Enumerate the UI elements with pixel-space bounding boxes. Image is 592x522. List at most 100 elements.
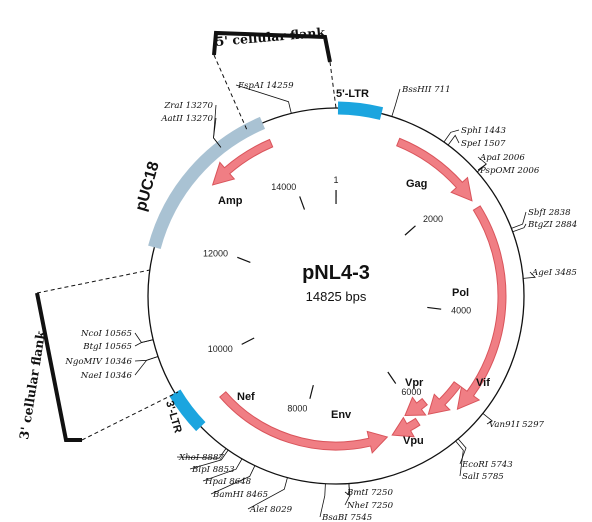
gene-arrow-vpu xyxy=(391,416,421,438)
flank-3-dash-bottom xyxy=(81,391,179,441)
gene-arrows xyxy=(211,137,507,454)
gene-arrow-env xyxy=(219,391,389,454)
gene-arrow-vif xyxy=(427,381,462,415)
site-leader-line xyxy=(213,104,222,148)
site-leader-line xyxy=(202,458,243,482)
site-label: AgeI 3485 xyxy=(531,268,577,278)
gene-arrow-pol xyxy=(456,205,507,411)
inner-tick-mark xyxy=(309,385,314,399)
gag-label: Gag xyxy=(406,178,427,190)
site-leader-line xyxy=(443,129,460,143)
site-label: NgoMIV 10346 xyxy=(64,357,132,367)
site-label: BssHII 711 xyxy=(401,85,451,95)
site-label: PspOMI 2006 xyxy=(479,166,540,176)
flank-5-bracket: 5' cellular flank xyxy=(212,24,337,131)
site-leader-line xyxy=(247,477,288,510)
site-label: Van91I 5297 xyxy=(489,420,545,430)
inner-tick-mark xyxy=(427,306,442,310)
inner-tick-label: 8000 xyxy=(287,403,307,413)
site-leader-line xyxy=(235,84,292,114)
flank-3-bar xyxy=(35,292,82,442)
site-leader-line xyxy=(455,440,464,477)
flank-3-bracket: 3' cellular flank xyxy=(16,269,179,442)
inner-tick-mark xyxy=(404,225,416,236)
site-label: ZraI 13270 xyxy=(163,101,213,111)
gene-arrow-vpr xyxy=(404,396,428,417)
site-label: SphI 1443 xyxy=(461,126,506,136)
inner-tick-label: 10000 xyxy=(208,344,233,354)
site-label: EcoRI 5743 xyxy=(461,460,513,470)
flank-3-label: 3' cellular flank xyxy=(16,329,48,440)
ltr-5-label: 5'-LTR xyxy=(336,88,369,100)
plasmid-size: 14825 bps xyxy=(306,289,367,304)
inner-tick-label: 1 xyxy=(334,175,339,185)
vpu-label: Vpu xyxy=(403,435,424,447)
site-label: BmtI 7250 xyxy=(346,488,393,498)
site-leader-line xyxy=(523,271,536,279)
ltr-5-bar xyxy=(337,101,384,120)
flank-5-bar xyxy=(212,30,332,63)
site-leader-line xyxy=(134,356,159,362)
site-label: SalI 5785 xyxy=(462,472,504,482)
site-leader-line xyxy=(134,356,159,376)
nef-label: Nef xyxy=(237,391,255,403)
backbone-circle xyxy=(147,107,525,485)
site-label: SbfI 2838 xyxy=(528,208,571,218)
site-leader-line xyxy=(391,88,401,117)
puc18-arc xyxy=(148,116,266,250)
site-leader-line xyxy=(189,449,229,470)
site-leader-line xyxy=(511,211,527,229)
flank-5-label: 5' cellular flank xyxy=(215,24,326,49)
flank-3-dash-top xyxy=(36,269,151,294)
site-label: HpaI 8648 xyxy=(204,477,252,487)
pol-label: Pol xyxy=(452,287,469,299)
ltr-3-bar xyxy=(169,389,206,432)
inner-tick-mark xyxy=(237,256,251,263)
plasmid-name: pNL4-3 xyxy=(302,262,370,284)
site-label: ApaI 2006 xyxy=(479,153,525,163)
site-label: XhoI 8887 xyxy=(178,453,224,463)
site-label: BtgI 10565 xyxy=(82,342,132,352)
env-label: Env xyxy=(331,409,352,421)
site-leader-line xyxy=(210,465,256,495)
vif-label: Vif xyxy=(476,377,490,389)
inner-tick-label: 6000 xyxy=(401,387,421,397)
inner-tick-label: 14000 xyxy=(271,182,296,192)
site-label: FspAI 14259 xyxy=(237,81,294,91)
site-leader-line xyxy=(477,163,487,173)
site-label: AatII 13270 xyxy=(160,114,213,124)
puc18-label: pUC18 xyxy=(133,160,163,213)
site-leader-line xyxy=(447,134,460,146)
site-leader-line xyxy=(482,413,493,425)
inner-tick-label: 2000 xyxy=(423,214,443,224)
site-label: AleI 8029 xyxy=(249,505,293,515)
site-label: NcoI 10565 xyxy=(80,329,132,339)
inner-tick-mark xyxy=(299,196,306,210)
site-label: BlpI 8853 xyxy=(191,465,235,475)
site-leader-line xyxy=(176,448,227,459)
site-leader-line xyxy=(134,332,154,343)
inner-tick-label: 4000 xyxy=(451,305,471,315)
site-label: NheI 7250 xyxy=(346,501,394,511)
vpr-label: Vpr xyxy=(405,377,424,389)
site-label: SpeI 1507 xyxy=(461,139,506,149)
inner-tick-mark xyxy=(387,371,397,384)
inner-tick-label: 12000 xyxy=(203,249,228,259)
site-label: BamHI 8465 xyxy=(212,490,268,500)
site-label: BsaBI 7545 xyxy=(321,513,372,522)
site-leader-line xyxy=(344,483,351,506)
gene-arrow-amp xyxy=(211,138,274,186)
site-label: BtgZI 2884 xyxy=(527,220,577,230)
inner-tick-mark xyxy=(241,337,255,345)
site-leader-line xyxy=(319,483,326,518)
flank-5-dash-right xyxy=(329,61,337,109)
gene-arrow-gag xyxy=(396,137,473,202)
amp-label: Amp xyxy=(218,195,243,207)
site-leader-line xyxy=(512,223,527,233)
flank-5-dash-left xyxy=(213,54,248,131)
site-label: NaeI 10346 xyxy=(80,371,133,381)
